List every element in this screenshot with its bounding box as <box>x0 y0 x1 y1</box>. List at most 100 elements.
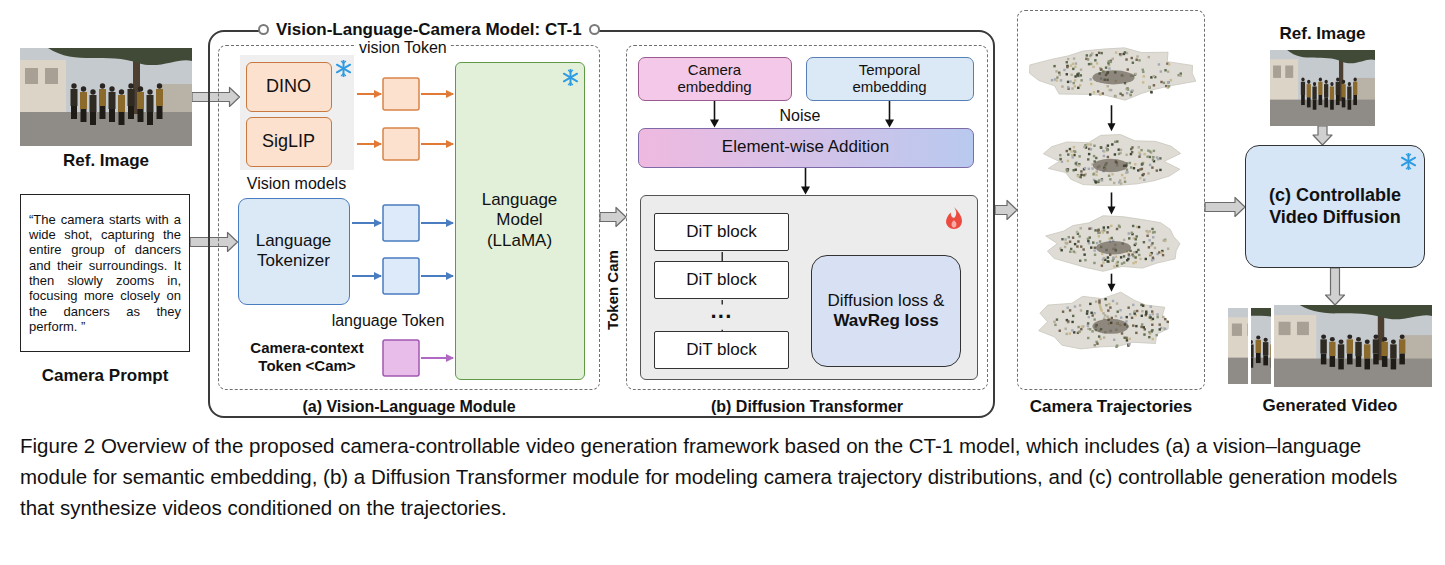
arrow-head <box>710 120 719 128</box>
point <box>1115 95 1117 97</box>
point <box>1123 177 1125 179</box>
dancer <box>1263 342 1268 355</box>
point <box>1115 51 1117 53</box>
dancer <box>1256 340 1261 353</box>
point <box>1142 162 1144 164</box>
point <box>1069 309 1071 311</box>
point <box>1097 229 1099 231</box>
point <box>1101 264 1103 266</box>
point <box>1148 331 1150 333</box>
annotation-label: Noise <box>780 106 821 125</box>
dancer <box>1307 84 1311 97</box>
point <box>1148 239 1150 241</box>
point <box>1106 231 1108 233</box>
point <box>1153 84 1155 86</box>
dancer <box>1324 97 1328 107</box>
point <box>1108 237 1110 239</box>
point <box>1152 158 1154 160</box>
point <box>1113 265 1115 267</box>
dancer <box>1307 97 1311 107</box>
node-text: Vision models <box>247 174 346 193</box>
point <box>1149 314 1151 316</box>
node-text: WavReg loss <box>818 311 954 331</box>
point <box>1128 343 1130 345</box>
point <box>1075 162 1077 164</box>
point <box>1133 167 1135 169</box>
point <box>1135 332 1137 334</box>
point <box>1119 53 1121 55</box>
flow-arrow <box>190 233 238 252</box>
sky <box>1274 305 1432 387</box>
point <box>1059 330 1061 332</box>
point <box>1087 325 1089 327</box>
vision-token <box>383 128 419 160</box>
point <box>1154 247 1156 249</box>
dancer <box>81 86 86 91</box>
point <box>1067 81 1069 83</box>
point <box>1132 255 1134 257</box>
dancer <box>1325 80 1328 84</box>
point <box>1134 256 1136 258</box>
node-text: DiT block <box>655 270 788 290</box>
trajectory-arrow <box>1107 284 1115 292</box>
point <box>1102 92 1104 94</box>
point <box>1142 69 1144 71</box>
dancer <box>1330 82 1333 86</box>
point <box>1100 68 1102 70</box>
point <box>1167 70 1169 72</box>
token-arrow <box>421 143 453 145</box>
point <box>1072 315 1074 317</box>
arrow-line <box>805 168 807 188</box>
dancer <box>1234 353 1239 363</box>
point <box>1087 322 1089 324</box>
point <box>1132 262 1134 264</box>
dancer <box>1390 344 1396 358</box>
dancer <box>1336 82 1340 95</box>
dancer <box>90 95 97 112</box>
point <box>1136 310 1138 312</box>
point <box>1070 150 1072 152</box>
point <box>1069 251 1071 253</box>
dancer-cluster <box>1093 159 1128 173</box>
point <box>1120 316 1122 318</box>
sky <box>1270 50 1375 126</box>
point <box>1088 168 1090 170</box>
point <box>1116 228 1118 230</box>
point <box>1093 172 1095 174</box>
point <box>1069 80 1071 82</box>
point <box>1103 229 1105 231</box>
point <box>1127 68 1129 70</box>
point <box>1072 63 1074 65</box>
point <box>1158 251 1160 253</box>
dancer <box>1234 335 1238 339</box>
point <box>1076 245 1078 247</box>
point <box>1064 238 1066 240</box>
point <box>1093 262 1095 264</box>
dancer <box>1330 86 1334 99</box>
point <box>1111 143 1113 145</box>
point <box>1110 89 1112 91</box>
point <box>1179 74 1181 76</box>
point-cloud <box>1029 48 1195 100</box>
point <box>1079 260 1081 262</box>
point <box>1125 88 1127 90</box>
point <box>1071 87 1073 89</box>
icon <box>562 69 579 86</box>
dancer <box>1356 337 1361 342</box>
dancer <box>90 112 96 125</box>
node-text: (a) Vision-Language Module <box>302 397 515 416</box>
point <box>1094 344 1096 346</box>
point <box>1148 56 1150 58</box>
reference-image: Ref. Image <box>20 48 192 146</box>
point <box>1135 325 1137 327</box>
point <box>1115 256 1117 258</box>
point <box>1074 75 1076 77</box>
point <box>1162 316 1164 318</box>
figure-caption: Figure 2 Overview of the proposed camera… <box>20 430 1425 523</box>
icon <box>1400 153 1417 170</box>
point <box>1088 63 1090 65</box>
dancer <box>100 106 106 119</box>
node-text: Vision-Language-Camera Model: CT-1 <box>262 20 596 40</box>
block-arrow <box>192 88 240 107</box>
